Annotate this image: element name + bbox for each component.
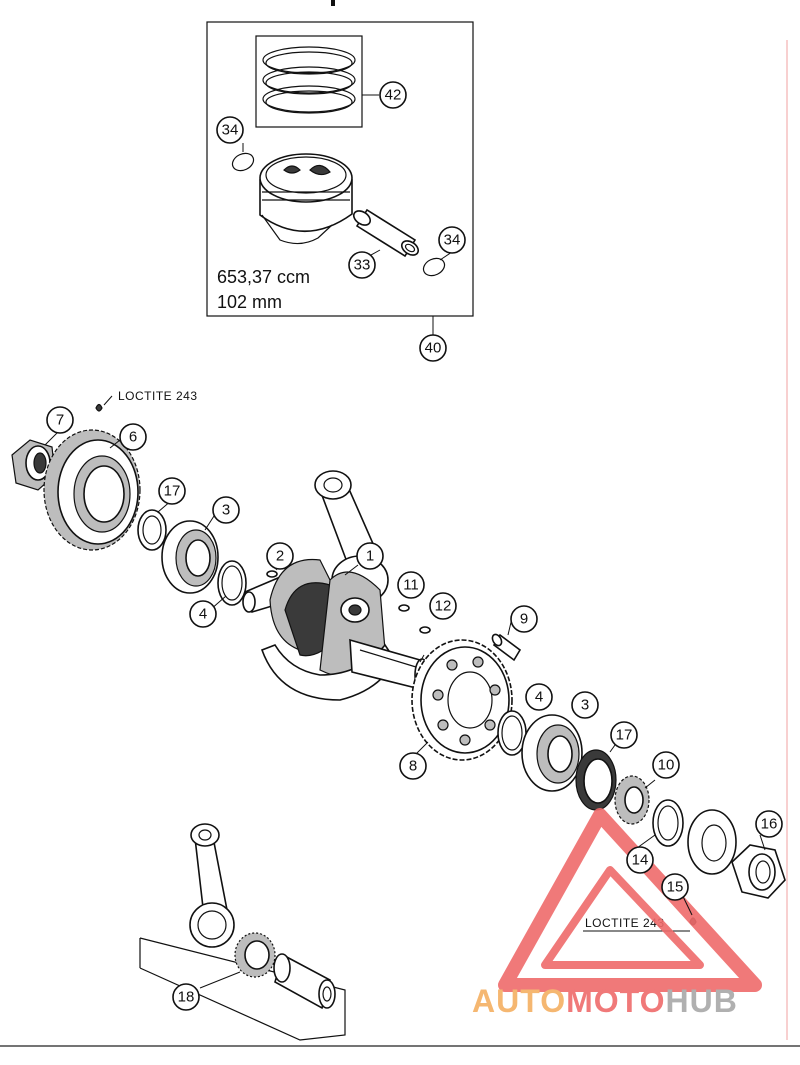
watermark-logo: AUTOMOTOHUB	[472, 808, 762, 1019]
nut-7	[11, 439, 56, 491]
svg-text:10: 10	[658, 757, 675, 774]
svg-text:7: 7	[56, 412, 64, 429]
piston	[259, 153, 353, 245]
svg-text:34: 34	[444, 232, 461, 249]
callout-1: 1	[356, 542, 384, 570]
piston-kit-frame	[206, 21, 474, 317]
svg-text:16: 16	[761, 816, 778, 833]
left-gear-assembly	[11, 429, 247, 606]
nut-16	[731, 844, 786, 899]
svg-text:18: 18	[178, 989, 195, 1006]
callout-3-left: 3	[212, 496, 240, 524]
pin-2	[266, 570, 278, 578]
piston-rings-frame	[255, 35, 363, 128]
piston-kit-group: 653,37 ccm 102 mm	[206, 21, 474, 335]
callout-4-right: 4	[525, 683, 553, 711]
callout-8: 8	[399, 752, 427, 780]
callout-7: 7	[46, 406, 74, 434]
callout-3-right: 3	[571, 691, 599, 719]
loctite-label-top: LOCTITE 243	[118, 389, 198, 403]
svg-text:33: 33	[354, 257, 371, 274]
bearing-3-left	[161, 520, 219, 594]
callout-6: 6	[119, 423, 147, 451]
callout-12: 12	[429, 592, 457, 620]
callout-42: 42	[379, 81, 407, 109]
svg-text:40: 40	[425, 340, 442, 357]
seal-17-right	[575, 749, 617, 811]
svg-text:2: 2	[276, 548, 284, 565]
pin-12	[419, 626, 431, 634]
svg-text:1: 1	[366, 548, 374, 565]
svg-text:4: 4	[199, 606, 207, 623]
callout-9: 9	[510, 605, 538, 633]
bearing-3-right	[521, 714, 583, 792]
svg-text:6: 6	[129, 429, 137, 446]
svg-text:4: 4	[535, 689, 543, 706]
callout-17-left: 17	[158, 477, 186, 505]
callout-17-right: 17	[610, 721, 638, 749]
svg-text:3: 3	[581, 697, 589, 714]
svg-text:17: 17	[616, 727, 633, 744]
callout-2: 2	[266, 542, 294, 570]
svg-text:8: 8	[409, 758, 417, 775]
top-cut-mark	[331, 0, 335, 6]
callout-34-right: 34	[438, 226, 466, 254]
displacement-label: 653,37 ccm	[217, 267, 310, 287]
callout-16: 16	[755, 810, 783, 838]
gear-6	[43, 429, 141, 551]
svg-text:34: 34	[222, 122, 239, 139]
svg-text:9: 9	[520, 611, 528, 628]
callout-18: 18	[172, 983, 200, 1011]
svg-text:17: 17	[164, 483, 181, 500]
svg-text:3: 3	[222, 502, 230, 519]
callout-34-top: 34	[216, 116, 244, 144]
callout-4-left: 4	[189, 600, 217, 628]
piston-rings	[262, 46, 356, 114]
svg-text:42: 42	[385, 87, 402, 104]
callout-11: 11	[397, 571, 425, 599]
svg-text:11: 11	[403, 577, 419, 594]
loctite-drop-top	[95, 403, 103, 412]
callout-15: 15	[661, 873, 689, 901]
svg-text:15: 15	[667, 879, 684, 896]
gear-8	[411, 639, 513, 761]
loctite-label-bottom: LOCTITE 243	[585, 916, 665, 930]
pin-11	[398, 604, 410, 612]
dowel-9	[491, 633, 522, 662]
svg-text:14: 14	[632, 852, 649, 869]
washer-plate	[687, 809, 737, 875]
circlip-right	[422, 257, 446, 277]
leader-lines	[44, 143, 766, 989]
svg-text:12: 12	[435, 598, 452, 615]
callout-14: 14	[626, 846, 654, 874]
callout-40: 40	[419, 334, 447, 362]
callout-10: 10	[652, 751, 680, 779]
callout-33: 33	[348, 251, 376, 279]
crankshaft	[242, 470, 430, 701]
conrod-kit	[139, 823, 346, 1041]
watermark-text: AUTOMOTOHUB	[472, 983, 738, 1019]
sprocket-10	[614, 775, 650, 825]
piston-pin	[352, 208, 420, 258]
bore-label: 102 mm	[217, 292, 282, 312]
circlip-left	[231, 152, 255, 172]
